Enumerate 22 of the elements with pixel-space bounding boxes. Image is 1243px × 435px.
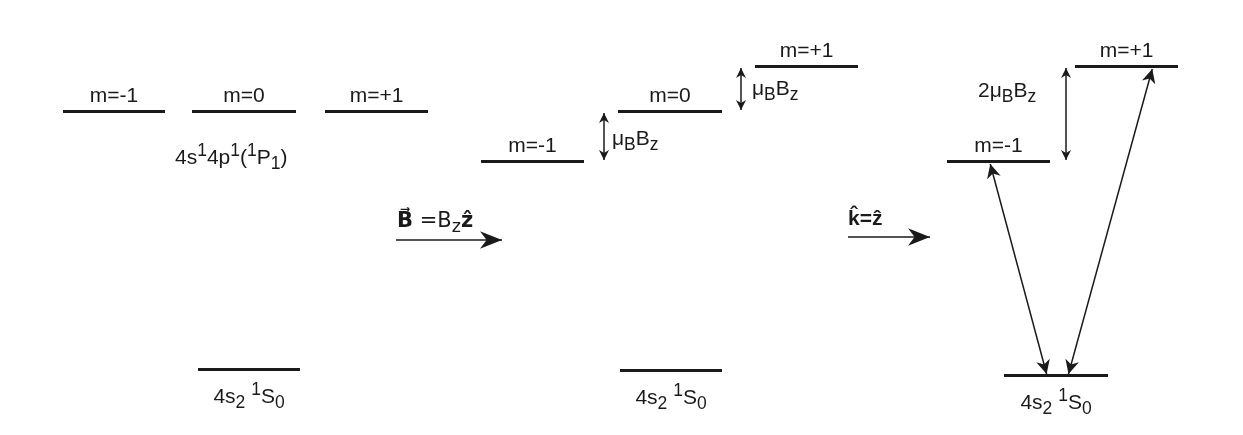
field-label: k̂=ẑ: [848, 206, 883, 230]
level-label: m=+1: [348, 83, 405, 107]
level-label: 4s$_{2}$ $^{1}$S$_{0}$: [634, 379, 708, 416]
level-label: m=-1: [507, 133, 558, 157]
edge-label: μ$_{B}$B$_{z}$: [612, 126, 659, 157]
level-label: m=-1: [88, 83, 140, 107]
level-label: m=0: [222, 83, 266, 107]
transition-arrow: [1065, 68, 1156, 375]
level-label: 4s$_{2}$ $^{1}$S$_{0}$: [1019, 384, 1093, 421]
level-label: m=0: [648, 83, 692, 107]
transition-arrow: [987, 163, 1050, 375]
level-label: m=-1: [973, 133, 1024, 157]
level-label: m=+1: [778, 38, 835, 62]
level-label: 4s$_{2}$ $^{1}$S$_{0}$: [212, 378, 286, 415]
splitting-arrow: [736, 67, 746, 111]
splitting-arrow: [1061, 67, 1071, 161]
field-label: B⃗ =B$_{z}$ẑ: [397, 208, 474, 239]
edge-label: 2μ$_{B}$B$_{z}$: [978, 78, 1037, 109]
term-label: 4s$^{1}$4p$^{1}$($^{1}$P$_{1}$): [175, 139, 288, 176]
splitting-arrow: [599, 112, 609, 161]
level-label: m=+1: [1098, 38, 1155, 62]
edge-label: μ$_{B}$B$_{z}$: [752, 76, 799, 107]
